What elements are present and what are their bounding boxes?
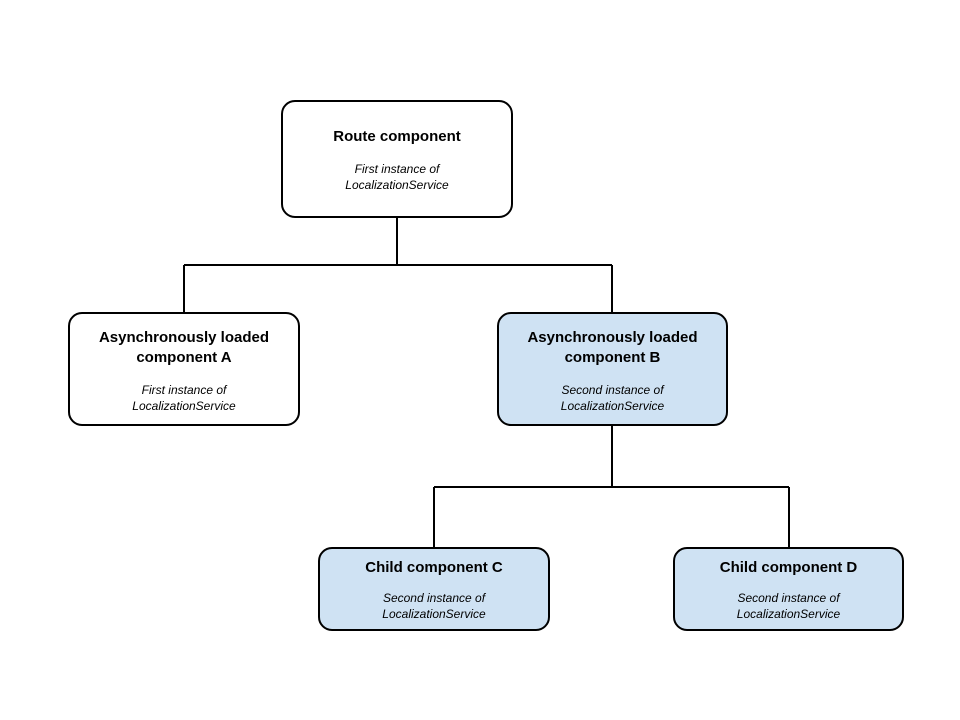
node-title: Child component D [719,559,858,576]
node-title: Asynchronously loaded component B [527,329,698,366]
node-subtitle: Second instance of LocalizationService [382,591,486,621]
node-title: Asynchronously loaded component A [98,329,270,366]
node-title: Child component C [365,559,503,576]
node-child-component-c: Child component C Second instance of Loc… [318,547,550,631]
node-subtitle: First instance of LocalizationService [345,162,449,192]
node-async-component-a: Asynchronously loaded component A First … [68,312,300,426]
node-subtitle: Second instance of LocalizationService [560,383,665,413]
node-subtitle: Second instance of LocalizationService [736,591,841,621]
node-route-component: Route component First instance of Locali… [281,100,513,218]
node-child-component-d: Child component D Second instance of Loc… [673,547,904,631]
node-async-component-b: Asynchronously loaded component B Second… [497,312,728,426]
node-subtitle: First instance of LocalizationService [132,383,236,413]
node-title: Route component [333,128,461,145]
